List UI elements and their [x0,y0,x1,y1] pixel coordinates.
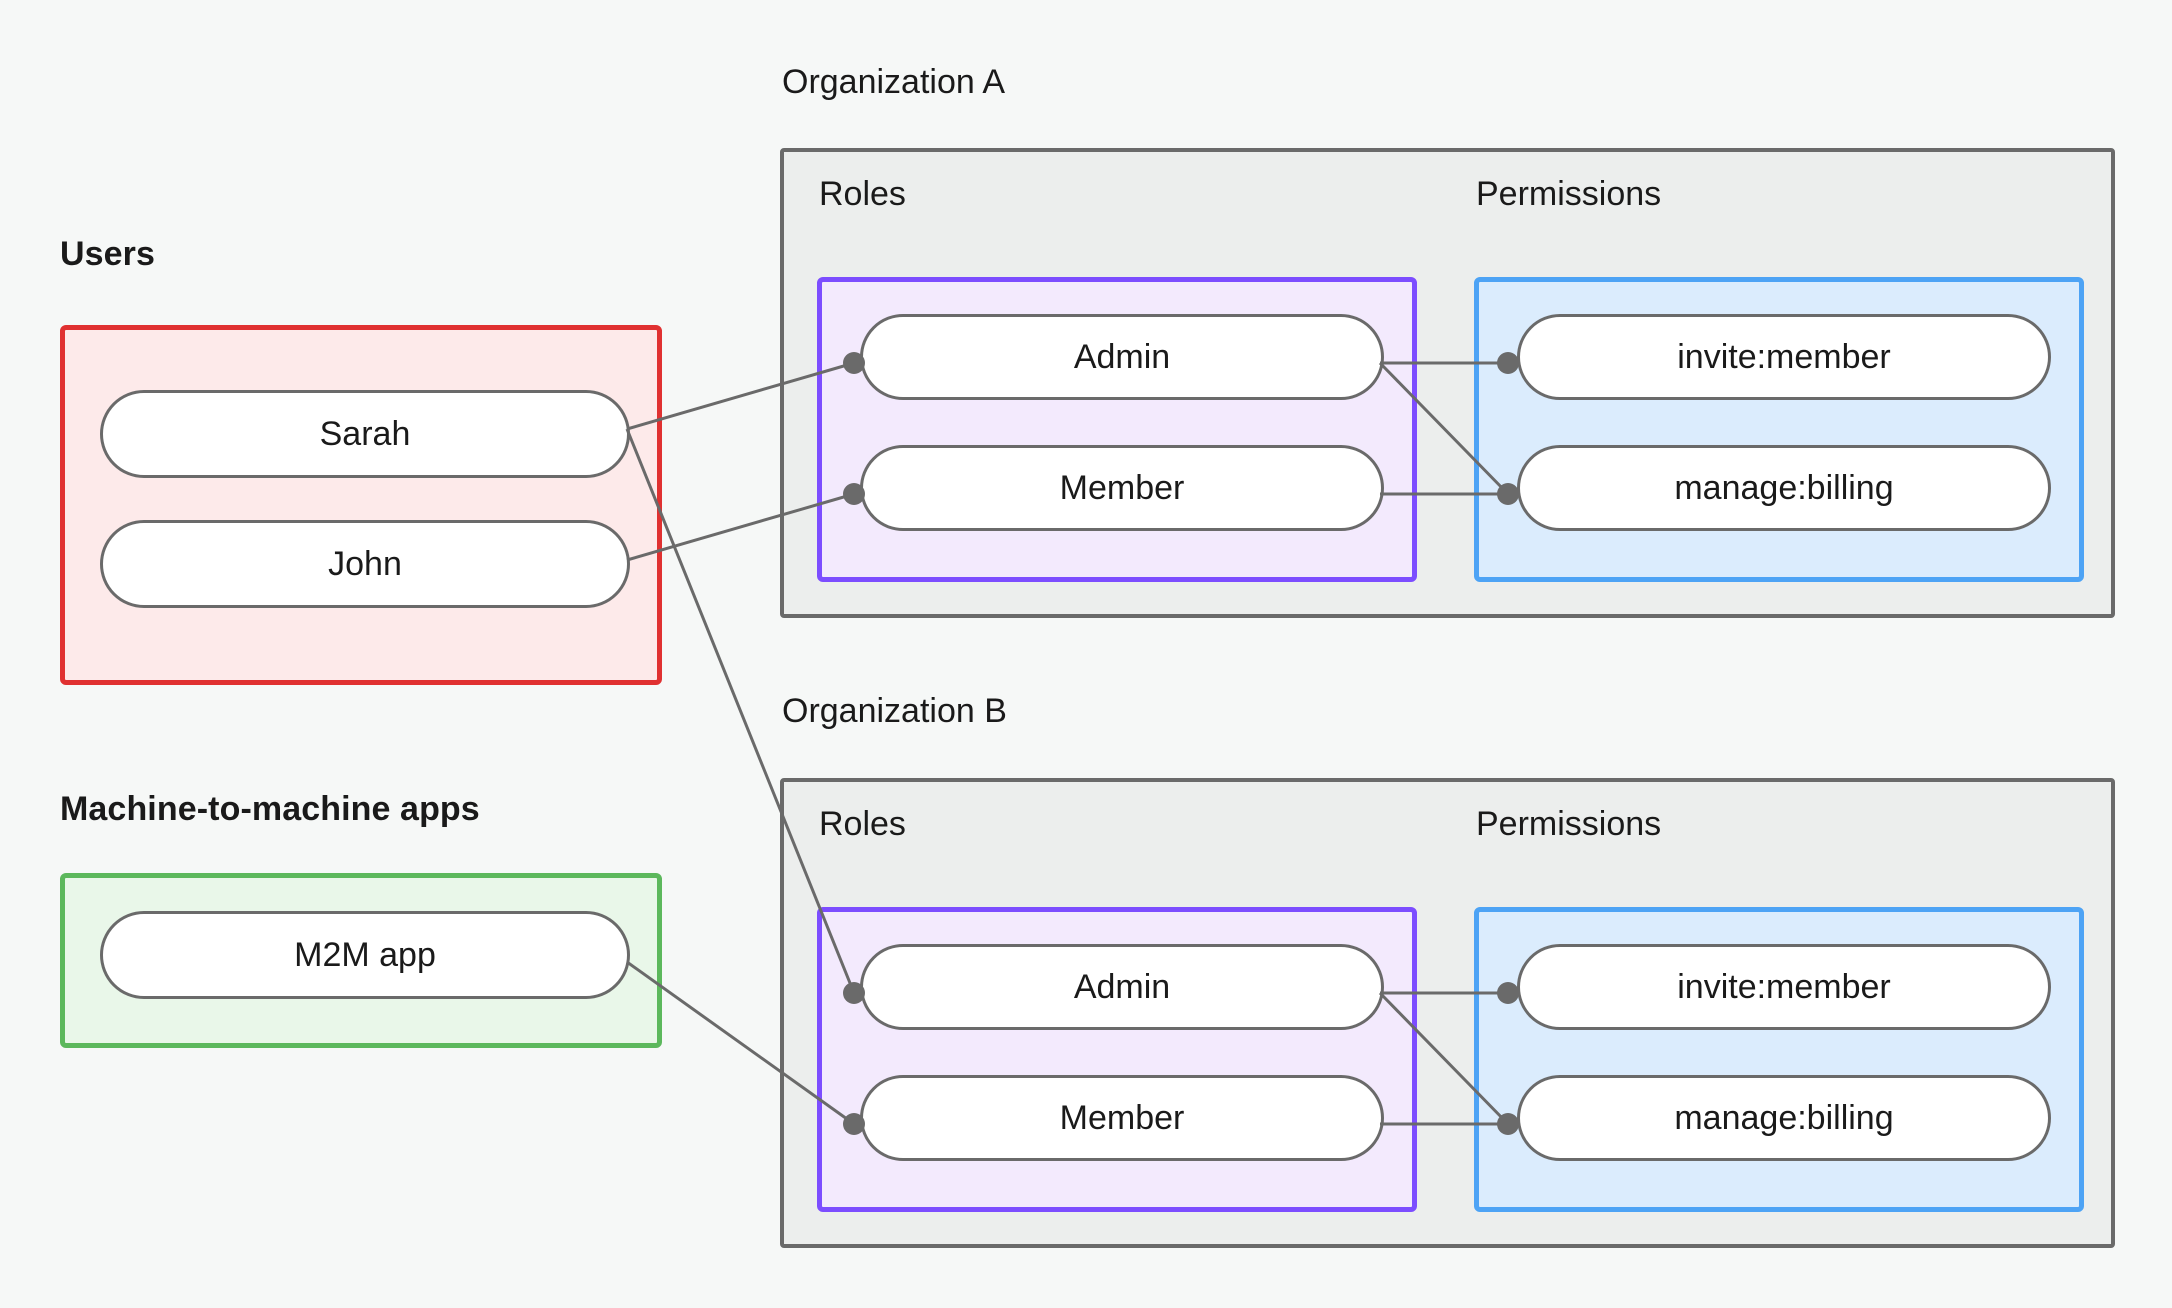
user-node-john[interactable]: John [100,520,630,608]
org-a-permissions-label: Permissions [1476,175,1662,213]
user-node-sarah[interactable]: Sarah [100,390,630,478]
org-b-role-member[interactable]: Member [860,1075,1384,1161]
org-a-role-admin[interactable]: Admin [860,314,1384,400]
m2m-group-box: M2M app [60,873,662,1048]
org-a-permissions-box: invite:member manage:billing [1474,277,2084,582]
organization-b-box: Roles Permissions Admin Member invite:me… [780,778,2115,1248]
organization-b-caption: Organization B [782,692,1007,730]
org-b-role-admin[interactable]: Admin [860,944,1384,1030]
organization-a-box: Roles Permissions Admin Member invite:me… [780,148,2115,618]
organization-a-caption: Organization A [782,63,1006,101]
users-group-box: Sarah John [60,325,662,685]
m2m-node-app[interactable]: M2M app [100,911,630,999]
m2m-caption: Machine-to-machine apps [60,790,480,828]
org-b-roles-box: Admin Member [817,907,1417,1212]
org-a-role-member[interactable]: Member [860,445,1384,531]
org-b-permission-manage-billing[interactable]: manage:billing [1517,1075,2051,1161]
org-b-permissions-label: Permissions [1476,805,1662,843]
org-b-permissions-box: invite:member manage:billing [1474,907,2084,1212]
org-a-permission-manage-billing[interactable]: manage:billing [1517,445,2051,531]
org-a-roles-label: Roles [819,175,906,213]
org-b-permission-invite-member[interactable]: invite:member [1517,944,2051,1030]
users-caption: Users [60,235,156,273]
org-a-roles-box: Admin Member [817,277,1417,582]
org-a-permission-invite-member[interactable]: invite:member [1517,314,2051,400]
org-b-roles-label: Roles [819,805,906,843]
